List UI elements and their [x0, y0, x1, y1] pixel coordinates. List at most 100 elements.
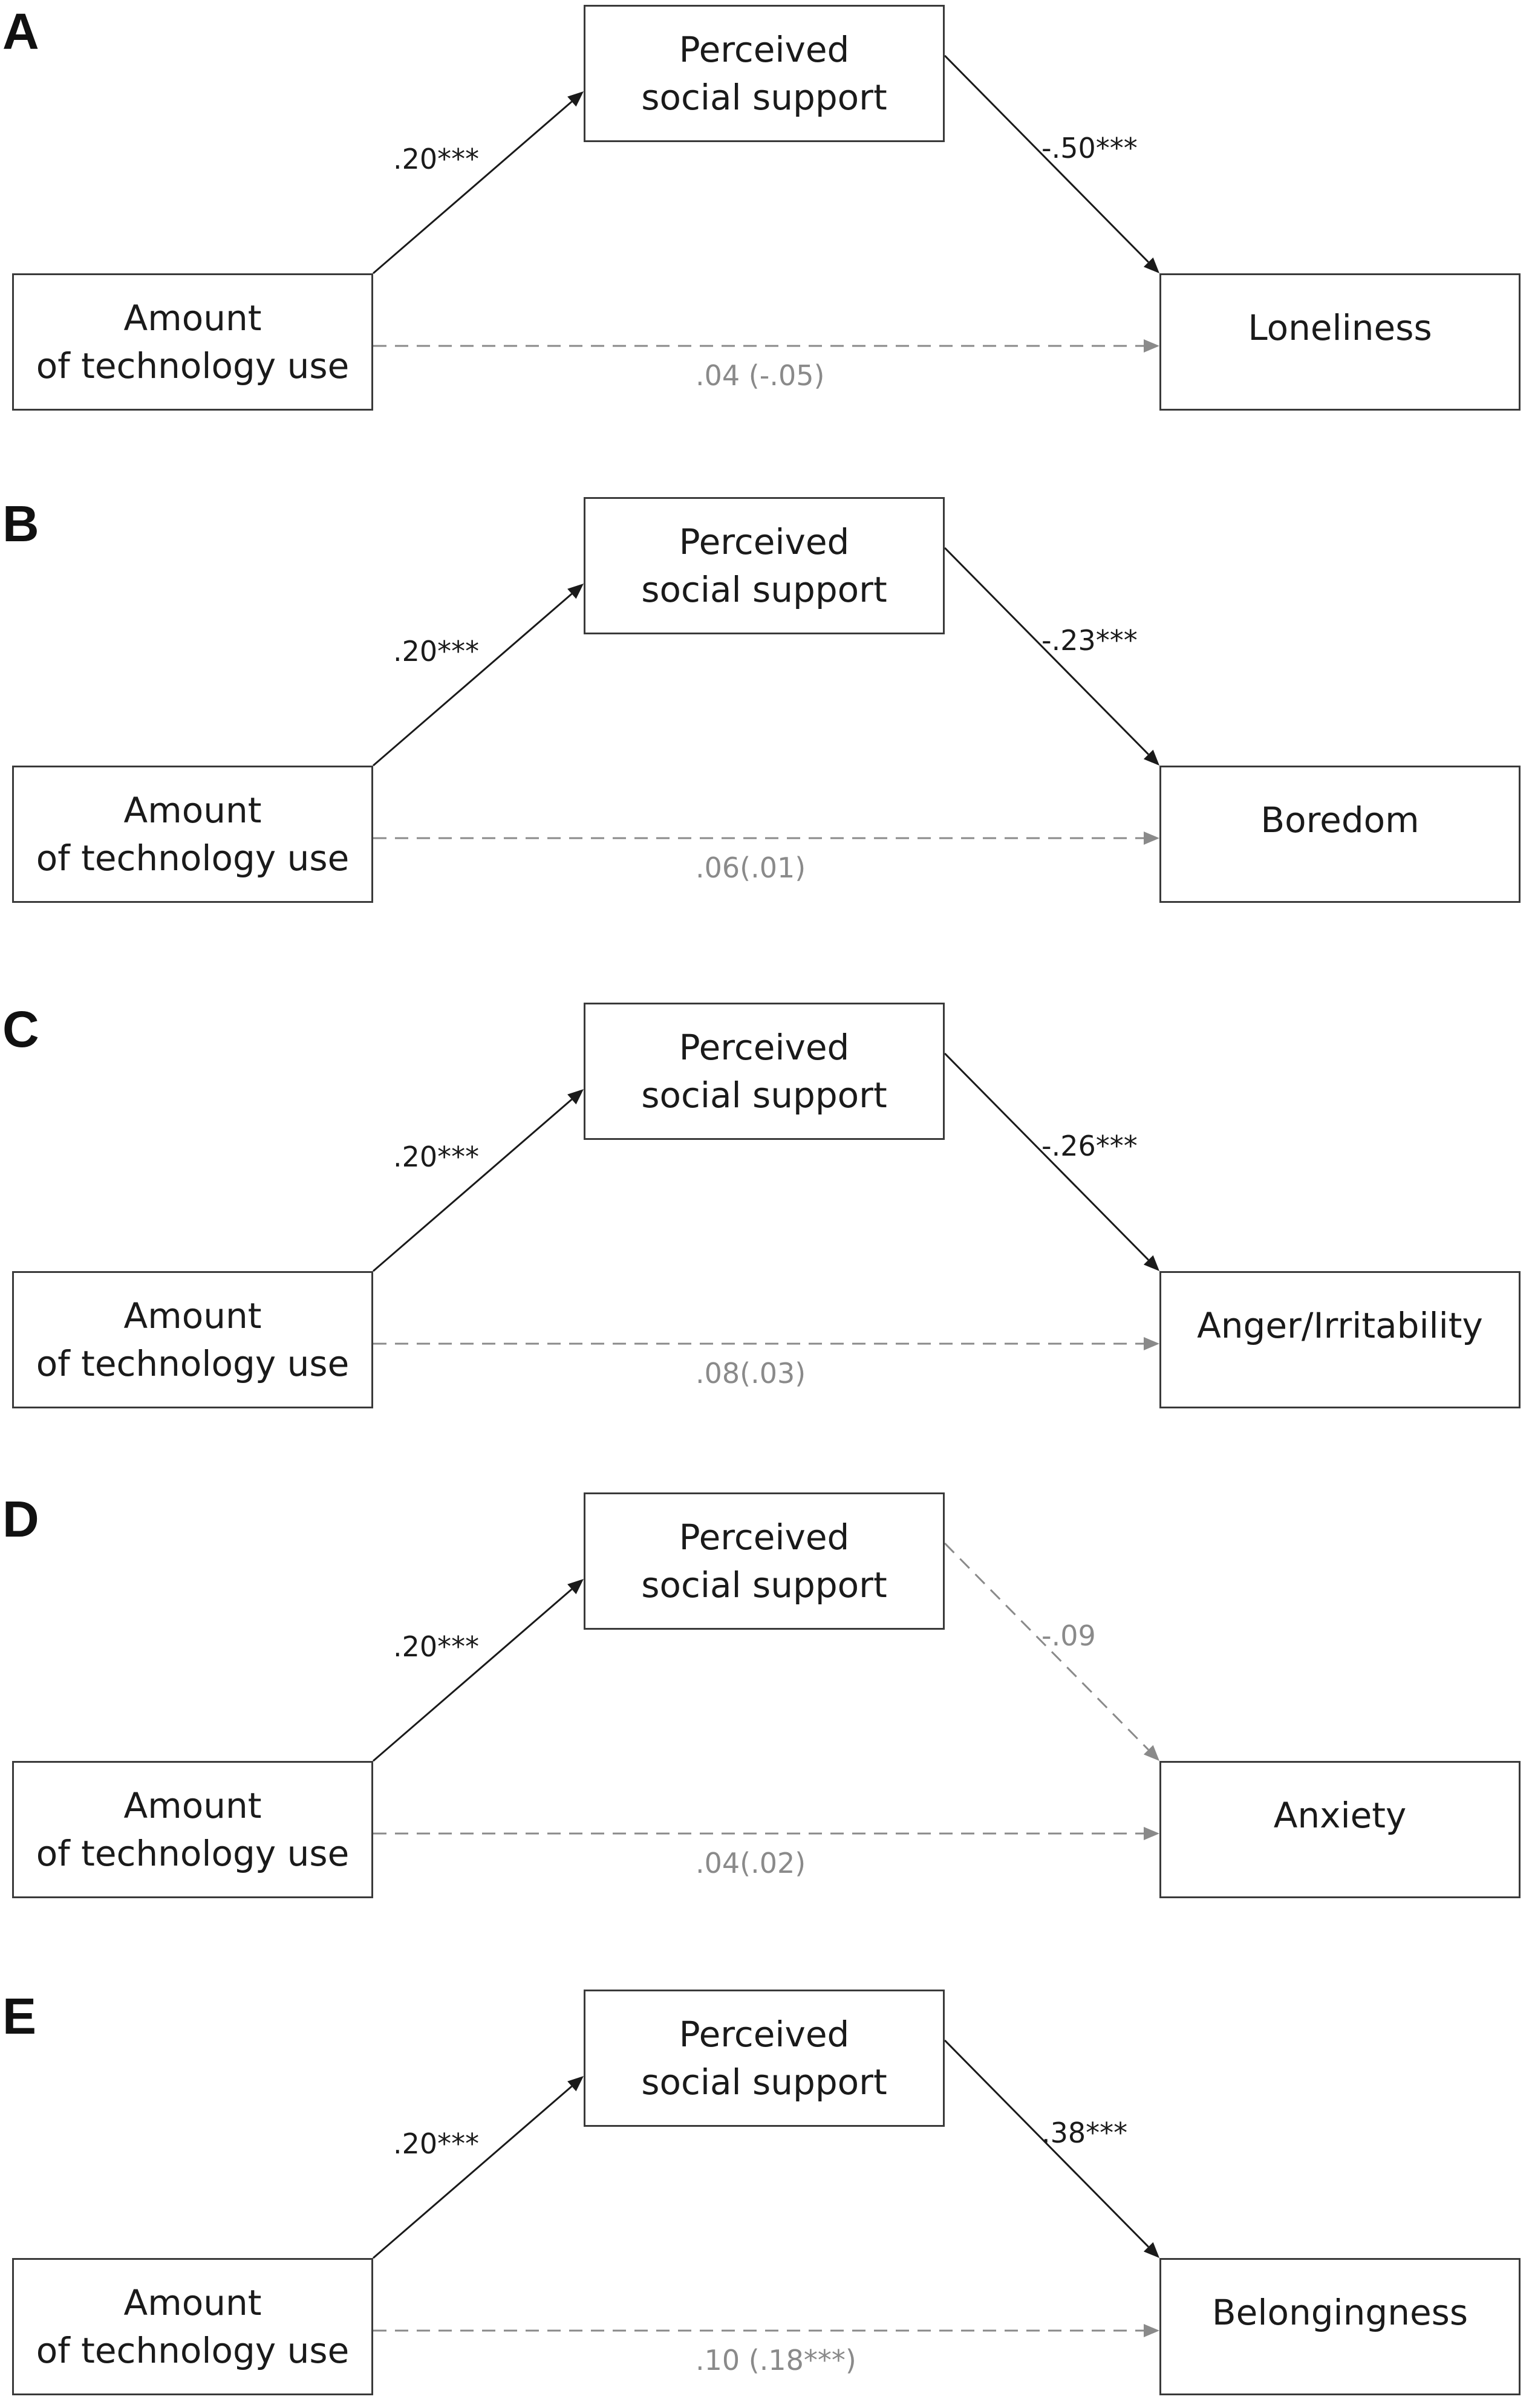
- panel-letter: A: [2, 3, 39, 60]
- a-path-arrow: [373, 91, 584, 275]
- b-path-coefficient: -.09: [1041, 1619, 1096, 1652]
- b-path-arrow: [944, 547, 1159, 766]
- a-path-arrow-arrowhead: [567, 91, 584, 107]
- predictor-box: Amount of technology use: [12, 766, 373, 903]
- b-path-arrow-line: [944, 1052, 1149, 1261]
- predictor-label-line: Amount: [123, 2282, 262, 2324]
- a-path-arrow-line: [373, 2085, 573, 2259]
- predictor-label-line: Amount: [123, 1785, 262, 1827]
- outcome-box: Anxiety: [1159, 1761, 1521, 1898]
- predictor-label-line: of technology use: [36, 1342, 350, 1384]
- mediator-label-line: Perceived: [679, 1027, 850, 1069]
- outcome-label: Anger/Irritability: [1197, 1305, 1483, 1346]
- c-path-coefficient: .06(.01): [696, 851, 806, 884]
- panel-letter: D: [2, 1491, 39, 1547]
- mediator-label-line: social support: [641, 1564, 887, 1606]
- a-path-arrow-arrowhead: [567, 1089, 584, 1105]
- outcome-label: Boredom: [1260, 799, 1420, 841]
- b-path-arrow-line: [944, 547, 1149, 755]
- b-path-arrow-arrowhead: [1143, 257, 1159, 273]
- panel-b: B Amount of technology use Perceived social …: [0, 492, 1532, 916]
- predictor-box: Amount of technology use: [12, 273, 373, 411]
- outcome-label: Anxiety: [1273, 1795, 1407, 1836]
- c-path-arrow: [373, 1827, 1159, 1840]
- a-path-coefficient: .20***: [393, 2127, 480, 2160]
- outcome-box: Loneliness: [1159, 273, 1521, 411]
- predictor-label-line: of technology use: [36, 2329, 350, 2371]
- path-arrows: [373, 547, 1159, 845]
- path-arrows: [373, 2039, 1159, 2337]
- c-path-coefficient: .04(.02): [696, 1847, 806, 1879]
- mediator-box: Perceived social support: [584, 5, 945, 142]
- b-path-coefficient: -.26***: [1041, 1130, 1138, 1162]
- outcome-label: Loneliness: [1248, 307, 1432, 348]
- a-path-coefficient: .20***: [393, 1630, 480, 1663]
- c-path-arrow-arrowhead: [1144, 1337, 1159, 1350]
- a-path-arrow: [373, 1579, 584, 1762]
- mediator-label-line: social support: [641, 568, 887, 610]
- b-path-arrow-line: [944, 1542, 1149, 1751]
- c-path-arrow-arrowhead: [1144, 1827, 1159, 1840]
- c-path-arrow: [373, 339, 1159, 353]
- a-path-arrow: [373, 584, 584, 767]
- b-path-coefficient: -.50***: [1041, 132, 1138, 164]
- a-path-coefficient: .20***: [393, 143, 480, 175]
- path-arrows: [373, 1542, 1159, 1840]
- predictor-label-line: Amount: [123, 298, 262, 339]
- a-path-arrow-line: [373, 1098, 573, 1272]
- predictor-label-line: Amount: [123, 1295, 262, 1337]
- a-path-arrow-line: [373, 593, 573, 767]
- panel-letter: C: [2, 1001, 39, 1058]
- b-path-arrow: [944, 54, 1159, 273]
- a-path-arrow-arrowhead: [567, 584, 584, 599]
- path-arrows: [373, 1052, 1159, 1350]
- outcome-box: Anger/Irritability: [1159, 1271, 1521, 1408]
- outcome-label: Belongingness: [1211, 2292, 1468, 2333]
- b-path-arrow: [944, 1542, 1159, 1761]
- outcome-box: Boredom: [1159, 766, 1521, 903]
- c-path-arrow: [373, 831, 1159, 845]
- a-path-arrow: [373, 1089, 584, 1272]
- panel-letter: B: [2, 495, 39, 552]
- a-path-arrow: [373, 2076, 584, 2259]
- mediator-label-line: Perceived: [679, 29, 850, 71]
- b-path-arrow-arrowhead: [1143, 2242, 1159, 2258]
- b-path-arrow-line: [944, 54, 1149, 263]
- panel-e: E Amount of technology use Perceived social …: [0, 1985, 1532, 2408]
- b-path-coefficient: .38***: [1041, 2117, 1128, 2149]
- c-path-arrow: [373, 1337, 1159, 1350]
- panel-letter: E: [2, 1988, 37, 2045]
- mediator-box: Perceived social support: [584, 497, 945, 634]
- a-path-arrow-line: [373, 1588, 573, 1762]
- mediator-label-line: social support: [641, 76, 887, 118]
- c-path-arrow-arrowhead: [1144, 2324, 1159, 2337]
- mediator-label-line: social support: [641, 2061, 887, 2103]
- panel-c: C Amount of technology use Perceived social …: [0, 998, 1532, 1421]
- mediator-label-line: social support: [641, 1074, 887, 1116]
- predictor-label-line: of technology use: [36, 345, 350, 386]
- b-path-arrow: [944, 1052, 1159, 1271]
- b-path-arrow: [944, 2039, 1159, 2258]
- mediator-label-line: Perceived: [679, 1517, 850, 1558]
- a-path-arrow-line: [373, 100, 573, 275]
- a-path-arrow-arrowhead: [567, 2076, 584, 2092]
- b-path-arrow-arrowhead: [1143, 1745, 1159, 1761]
- panel-a: A Amount of technology use Perceived social …: [0, 0, 1532, 423]
- mediator-label-line: Perceived: [679, 521, 850, 563]
- mediator-box: Perceived social support: [584, 1990, 945, 2127]
- c-path-arrow: [373, 2324, 1159, 2337]
- outcome-box: Belongingness: [1159, 2258, 1521, 2395]
- b-path-arrow-arrowhead: [1143, 1255, 1159, 1271]
- predictor-box: Amount of technology use: [12, 1271, 373, 1408]
- c-path-coefficient: .04 (-.05): [696, 359, 825, 392]
- c-path-arrow-arrowhead: [1144, 339, 1159, 353]
- mediator-label-line: Perceived: [679, 2014, 850, 2055]
- predictor-label-line: of technology use: [36, 837, 350, 879]
- b-path-arrow-arrowhead: [1143, 749, 1159, 766]
- c-path-arrow-arrowhead: [1144, 831, 1159, 845]
- predictor-label-line: Amount: [123, 790, 262, 831]
- a-path-coefficient: .20***: [393, 1141, 480, 1173]
- b-path-arrow-line: [944, 2039, 1149, 2248]
